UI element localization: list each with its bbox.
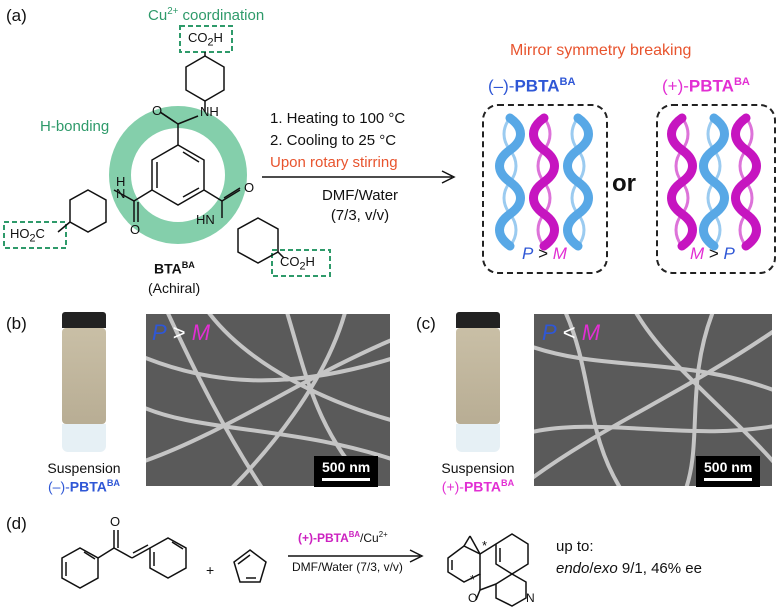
stereo-star-1: * [482, 538, 488, 553]
suspension-c-name: (+)-PBTABA [441, 478, 515, 495]
top-phenyl [185, 55, 225, 102]
coordination-text: coordination [178, 7, 265, 24]
stereo-star-2: * [470, 572, 476, 587]
vial-plus [456, 312, 500, 452]
vial-minus [62, 312, 106, 452]
reaction-arrow [262, 170, 456, 184]
helix-right-3 [736, 118, 757, 246]
cu-text: Cu [148, 7, 168, 24]
suspension-c: Suspension [441, 460, 515, 476]
mirror-symmetry-title: Mirror symmetry breaking [510, 42, 692, 59]
hn-right-label: HN [196, 212, 215, 227]
carbonyl-o-top: O [152, 103, 163, 118]
central-benzene [151, 144, 205, 206]
helix-right-1 [672, 118, 693, 246]
co2h-right-label: CO2H [280, 254, 315, 273]
carbonyl-o-left: O [130, 222, 141, 237]
h-bonding-ring [109, 106, 247, 244]
suspension-b-name: (–)-PBTABA [48, 478, 120, 495]
bta-name: BTABA [154, 260, 195, 277]
ho2c-left-label: HO2C [10, 226, 45, 245]
product-n: N [526, 591, 535, 605]
ratio-c: P < M [542, 320, 601, 345]
ratio-b: P > M [152, 320, 211, 345]
helix-box-right [656, 104, 776, 274]
panel-b-label: (b) [6, 314, 27, 333]
h-bonding-label: H-bonding [40, 118, 110, 135]
cu-coordination-label: Cu2+ coordination [148, 6, 264, 24]
co2h-right-box [271, 249, 331, 277]
plus-sign: + [206, 562, 215, 578]
helix-left-3 [568, 118, 589, 246]
plus-pbta-label: (+)-PBTABA [662, 76, 750, 96]
solvent-block: DMF/Water (7/3, v/v) [300, 186, 420, 226]
co2h-top-box [179, 25, 233, 53]
left-box-ratio: P > M [522, 244, 567, 263]
carbonyl-o-right: O [244, 180, 255, 195]
scalebar-b: 500 nm [314, 456, 379, 487]
helix-left-1 [500, 118, 521, 246]
reactant-o: O [110, 514, 121, 529]
solvent-line-2: (7/3, v/v) [330, 207, 390, 224]
nh-top-label: NH [200, 104, 219, 119]
result-block: up to: endo/exo 9/1, 46% ee [556, 536, 702, 580]
achiral-label: (Achiral) [148, 280, 201, 296]
co2h-top-label: CO2H [188, 30, 223, 49]
nh-left-label: H N [116, 174, 126, 201]
right-phenyl [237, 217, 279, 264]
left-phenyl [69, 189, 107, 233]
bta-molecule-structure [3, 25, 331, 277]
solvent-line-1: DMF/Water [321, 187, 399, 204]
panel-d-label: (d) [6, 514, 27, 533]
or-text: or [612, 170, 636, 197]
step-3: Upon rotary stirring [270, 154, 398, 171]
product-o: O [468, 591, 478, 605]
upto-label: up to: [556, 538, 594, 555]
helix-right-2 [704, 118, 725, 246]
panel-a-label: (a) [6, 6, 27, 25]
reaction-d-structures [61, 530, 529, 607]
helix-left-2 [534, 118, 555, 246]
helix-box-left [482, 104, 608, 274]
minus-pbta-label: (–)-PBTABA [488, 76, 576, 96]
scalebar-c: 500 nm [696, 456, 761, 487]
step-1: 1. Heating to 100 °C [270, 110, 406, 127]
endo-exo-result: endo/exo 9/1, 46% ee [556, 560, 702, 577]
co2h-left-box [3, 221, 67, 249]
cu-charge: 2+ [167, 6, 179, 17]
right-box-ratio: M > P [690, 244, 735, 263]
panel-c-label: (c) [416, 314, 436, 333]
suspension-b: Suspension [47, 460, 121, 476]
step-2: 2. Cooling to 25 °C [270, 132, 397, 149]
conditions-block: 1. Heating to 100 °C 2. Cooling to 25 °C… [270, 108, 405, 174]
catalyst-label: (+)-PBTABA/Cu2+ [298, 530, 388, 545]
conditions-d: DMF/Water (7/3, v/v) [292, 560, 403, 574]
